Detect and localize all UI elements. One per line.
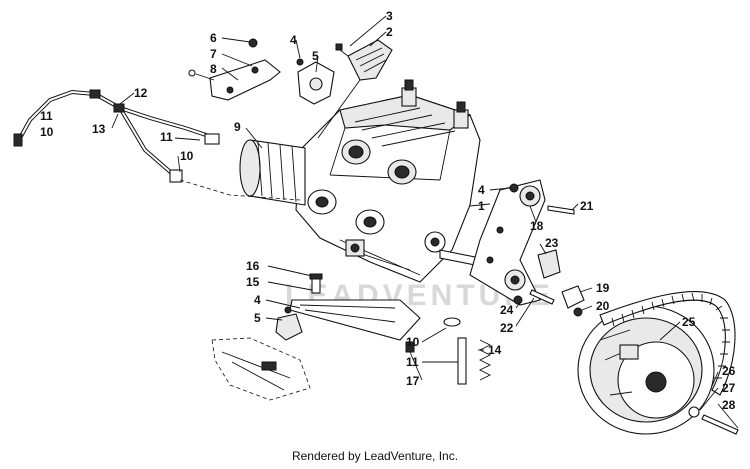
stud [457,337,467,385]
callout-13: 13 [92,122,106,136]
callout-1: 1 [478,199,485,213]
engine-mount-top [296,58,335,105]
callout-25: 25 [682,315,696,329]
callout-16: 16 [246,259,260,273]
bolt [547,205,575,215]
spring [478,339,492,381]
callout-6: 6 [210,31,217,45]
washer [688,406,700,418]
callout-11: 11 [160,130,173,144]
clutch-bolt [701,414,739,435]
starter-handle [335,39,393,81]
callout-numbers: 6 7 8 4 5 3 2 12 11 10 13 9 11 10 4 1 21… [40,9,736,412]
exhaust-can [239,139,306,206]
callout-11: 11 [40,109,53,123]
callout-10: 10 [180,149,194,163]
callout-24: 24 [500,303,514,317]
leader-lines [111,15,739,429]
callout-12: 12 [134,86,148,100]
callout-8: 8 [210,62,217,76]
callout-17: 17 [406,374,420,388]
oil-lines [13,89,301,201]
callout-15: 15 [246,275,260,289]
engine-assembly [295,79,501,283]
callout-20: 20 [596,299,610,313]
callout-28: 28 [722,398,736,412]
callout-26: 26 [722,364,736,378]
drive-clutch [577,305,715,435]
callout-14: 14 [488,343,502,357]
callout-22: 22 [500,321,514,335]
drive-belt [599,291,736,396]
bolt-head [188,69,196,77]
callout-10: 10 [40,125,54,139]
chassis-fragment [211,337,311,401]
callout-5: 5 [254,311,261,325]
rear-mount-plate [469,179,546,306]
spark-plug-cap [401,87,417,107]
callout-27: 27 [722,381,736,395]
callout-11: 11 [406,355,419,369]
engine-mount-bottom [275,306,303,341]
callout-7: 7 [210,47,217,61]
callout-21: 21 [580,199,594,213]
callout-9: 9 [234,120,241,134]
callout-4: 4 [478,183,485,197]
bracket [537,249,561,279]
footer-credit: Rendered by LeadVenture, Inc. [291,449,459,463]
upper-mount-bracket [188,59,281,101]
callout-18: 18 [530,219,544,233]
callout-2: 2 [386,25,393,39]
callout-19: 19 [596,281,610,295]
callout-5: 5 [312,49,319,63]
starter-rope [317,79,361,139]
callout-4: 4 [290,33,297,47]
callout-23: 23 [545,236,559,250]
small-bracket [561,285,585,309]
nut [248,38,258,48]
callout-10: 10 [406,335,420,349]
callout-3: 3 [386,9,393,23]
callout-4: 4 [254,293,261,307]
